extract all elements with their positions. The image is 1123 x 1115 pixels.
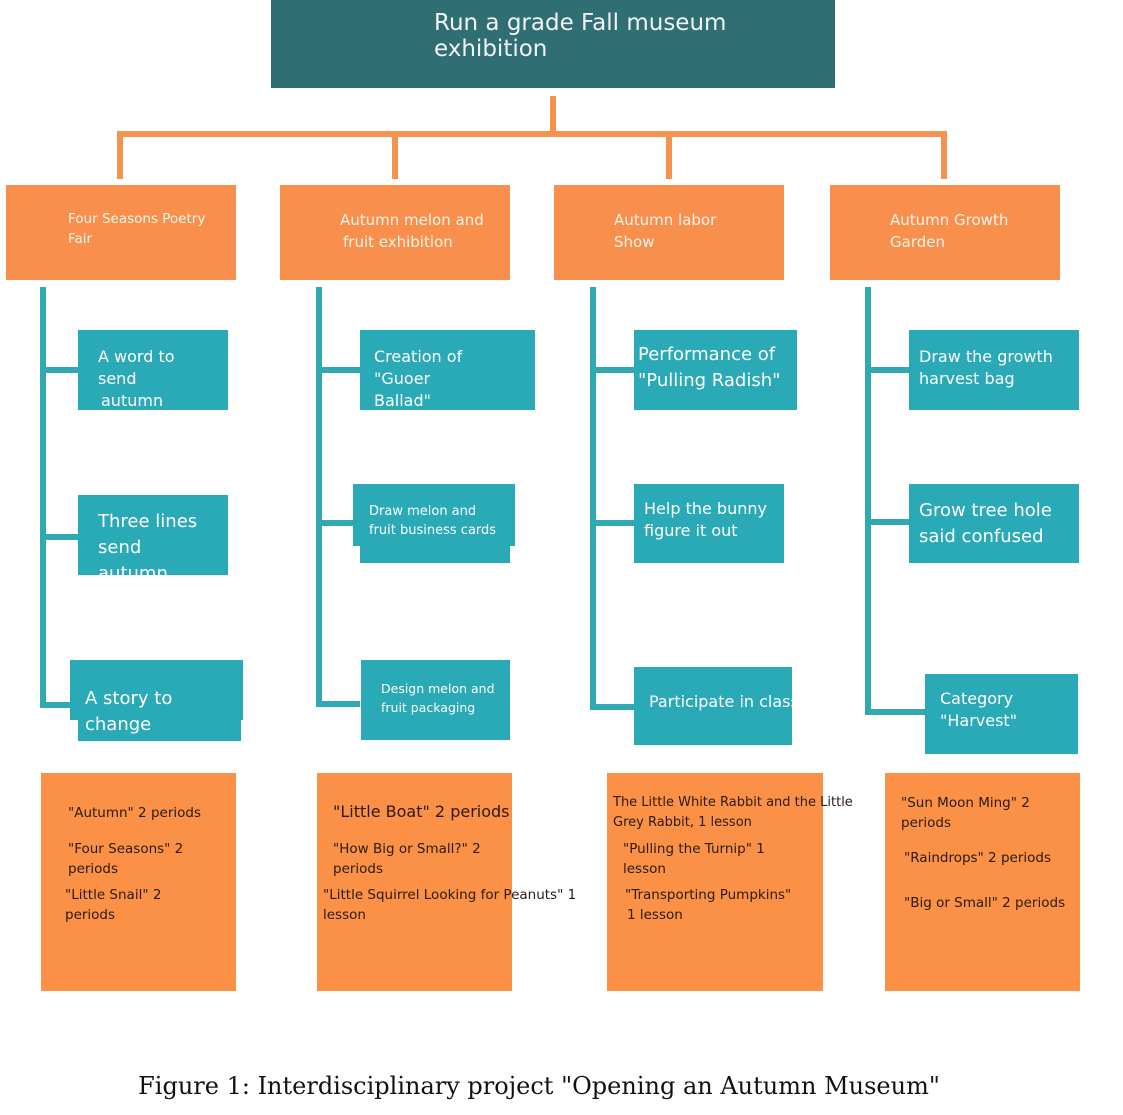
lessons-node: "Little Boat" 2 periods "How Big or Smal… [317,773,576,991]
lessons-node: "Autumn" 2 periods "Four Seasons" 2 peri… [41,773,236,991]
category-node: Autumn Growth Garden [830,185,1060,280]
category-node: Autumn labor Show [554,185,784,280]
activity-label: said confused [919,526,1044,547]
activity-label: fruit business cards [369,523,497,538]
activity-branch [590,704,634,710]
category-label: Show [614,233,655,251]
activity-node: A story to change [70,660,243,735]
root-label: Run a grade Fall museum exhibition [434,10,727,62]
activity-label: Draw the growth [919,347,1053,366]
activity-label: "Harvest" [940,711,1018,730]
category-label: Four Seasons Poetry [68,211,206,227]
category-label: Autumn labor [614,211,717,229]
activity-label: Draw melon and [369,504,477,519]
activity-branch [40,367,78,373]
activity-label: harvest bag [919,369,1015,388]
activity-branch [865,367,909,373]
category-bus [117,131,947,137]
lessons-node: "Sun Moon Ming" 2 periods "Raindrops" 2 … [885,773,1080,991]
activity-label: Grow tree hole [919,500,1052,521]
activity-node: Help the bunny figure it out [634,484,784,563]
lesson-text: "Autumn" 2 periods [68,805,201,821]
lesson-text: 1 lesson [627,907,683,923]
figure-caption: Figure 1: Interdisciplinary project "Ope… [138,1072,940,1100]
activity-spine [590,287,596,710]
activity-label: Three lines [98,511,198,532]
category-label: Autumn Growth [890,211,1009,229]
category-node: Autumn melon and fruit exhibition [280,185,510,280]
root-connector [550,96,556,136]
lesson-text: "How Big or Small?" 2 [333,841,481,857]
activity-label: Category [940,689,1014,708]
activity-label: A word to send [98,347,175,388]
category-label: Autumn melon and [340,211,484,229]
activity-node: Category "Harvest" [925,674,1078,754]
category-connector [666,131,672,179]
activity-branch [590,367,634,373]
activity-branch [316,701,360,707]
lesson-text: "Four Seasons" 2 [68,841,184,857]
activity-node: Performance of "Pulling Radish" [634,330,797,410]
lesson-text: "Little Boat" 2 periods [333,802,510,821]
lesson-text: "Little Snail" 2 [65,887,162,903]
activity-label: fruit packaging [381,700,476,715]
activity-node: Draw the growth harvest bag [909,330,1079,410]
lesson-text: "Big or Small" 2 periods [904,895,1066,911]
activity-label: autumn [101,391,164,410]
category-label: fruit exhibition [343,233,453,251]
activity-spine [865,287,871,715]
activity-spine [316,287,322,707]
lesson-text: The Little White Rabbit and the Little [613,795,853,810]
activity-label: Help the bunny [644,499,767,518]
activity-label: A story to change [85,688,173,735]
category-connector [941,131,947,179]
category-connector [392,131,398,179]
root-node: Run a grade Fall museum exhibition [271,0,835,88]
lesson-text: Grey Rabbit, 1 lesson [613,815,752,830]
activity-label: Creation of "Guoer [374,347,463,388]
activity-label: Participate in class work [649,692,843,711]
lesson-text: "Raindrops" 2 periods [904,850,1051,866]
activity-label: send autumn [98,537,168,584]
activity-label: figure it out [644,521,738,540]
activity-label: "Pulling Radish" [638,370,781,391]
activity-label: Ballad" [374,391,431,410]
lesson-text: periods [65,907,116,923]
activity-node: Draw melon and fruit business cards [360,484,510,563]
activity-spine [40,287,46,707]
category-label: Fair [68,231,93,247]
activity-branch [865,519,909,525]
activity-node: Grow tree hole said confused [909,484,1079,563]
activity-branch [316,520,360,526]
category-node: Four Seasons Poetry Fair [6,185,236,280]
category-connector [117,131,123,179]
lesson-text: "Transporting Pumpkins" [625,887,792,903]
lesson-text: "Little Squirrel Looking for Peanuts" 1 [323,887,577,903]
activity-node: Three lines send autumn [78,495,228,584]
lesson-text: lesson [623,861,666,877]
activity-label: Design melon and [381,681,495,696]
lesson-text: "Pulling the Turnip" 1 [623,841,765,857]
lesson-text: "Sun Moon Ming" 2 [901,795,1030,811]
lessons-node: The Little White Rabbit and the Little G… [607,773,853,991]
lesson-text: lesson [323,907,366,923]
activity-label: Performance of [638,344,776,365]
activity-node: Design melon and fruit packaging [361,660,510,740]
lesson-text: periods [901,815,952,831]
activity-node: Participate in class work [634,667,843,745]
category-label: Garden [890,233,945,251]
lesson-text: periods [68,861,119,877]
activity-branch [316,367,360,373]
activity-branch [40,534,78,540]
activity-branch [40,702,70,708]
activity-branch [865,709,925,715]
lesson-text: periods [333,861,384,877]
activity-branch [590,520,634,526]
activity-node: Creation of "Guoer Ballad" [360,330,535,410]
activity-node: A word to send autumn [78,330,228,410]
